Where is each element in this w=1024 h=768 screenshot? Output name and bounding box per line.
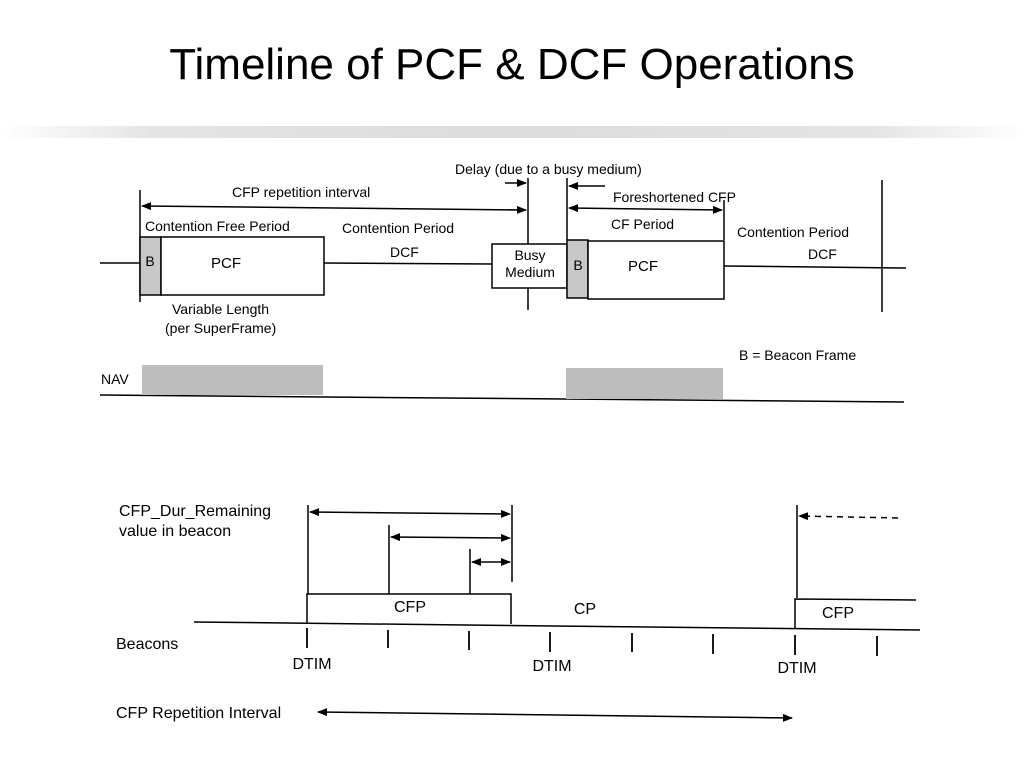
- foreshortened-cfp-label: Foreshortened CFP: [613, 189, 736, 205]
- contention-period-label-1: Contention Period: [342, 220, 454, 236]
- beacons-baseline: [193, 621, 921, 631]
- cfp-dur-remaining-line-1: CFP_Dur_Remaining: [119, 503, 271, 520]
- dtim-label-3: DTIM: [777, 660, 816, 677]
- nav-block-2: [566, 368, 723, 399]
- top-timeline-labels: Delay (due to a busy medium) CFP repetit…: [101, 161, 856, 387]
- dcf-label-1: DCF: [390, 244, 419, 260]
- cfp-label-1: CFP: [394, 599, 426, 616]
- foreshortened-cfp-arrow: [568, 204, 723, 214]
- cfp-block-1: [306, 593, 512, 624]
- contention-period-label-2: Contention Period: [737, 224, 849, 240]
- nav-baseline: [99, 394, 905, 403]
- cfp-repetition-label: CFP repetition interval: [232, 184, 370, 200]
- bottom-timeline: [193, 505, 921, 722]
- top-timeline: [99, 178, 907, 403]
- remaining-arrow-2: [390, 533, 511, 542]
- beacon-letter-2: B: [573, 257, 582, 273]
- pcf-block-1: [160, 236, 325, 296]
- cf-period-label: CF Period: [611, 216, 674, 232]
- top-baseline-right: [723, 265, 907, 269]
- pcf-label-1: PCF: [211, 255, 241, 272]
- variable-length-line-2: (per SuperFrame): [165, 320, 276, 336]
- slide-title: Timeline of PCF & DCF Operations: [169, 40, 855, 89]
- busy-medium-block: [491, 243, 568, 289]
- title-divider: [0, 126, 1024, 138]
- cfp-repetition-interval-arrow: [317, 708, 793, 722]
- remaining-arrow-1: [309, 508, 511, 518]
- contention-free-period-label: Contention Free Period: [145, 218, 290, 234]
- remaining-arrow-dashed: [798, 512, 899, 521]
- cfp-label-2: CFP: [822, 605, 854, 622]
- cp-label: CP: [574, 601, 596, 618]
- cfp-repetition-interval-label: CFP Repetition Interval: [116, 705, 281, 722]
- busy-label-line-2: Medium: [505, 264, 555, 280]
- pcf-block-2: [587, 240, 725, 300]
- busy-label-line-1: Busy: [514, 247, 545, 263]
- top-baseline-mid: [323, 262, 493, 265]
- delay-label: Delay (due to a busy medium): [455, 161, 642, 177]
- dtim-label-1: DTIM: [292, 656, 331, 673]
- dtim-label-2: DTIM: [532, 658, 571, 675]
- cfp-block-2: [794, 598, 917, 628]
- nav-block-1: [142, 365, 323, 395]
- cfp-repetition-arrow: [141, 202, 527, 214]
- cfp-dur-remaining-line-2: value in beacon: [119, 523, 231, 540]
- dcf-label-2: DCF: [808, 246, 837, 262]
- beacon-letter-1: B: [145, 253, 154, 269]
- pcf-label-2: PCF: [628, 258, 658, 275]
- beacon-frame-legend: B = Beacon Frame: [739, 347, 856, 363]
- nav-label: NAV: [101, 371, 129, 387]
- variable-length-line-1: Variable Length: [172, 301, 269, 317]
- beacons-label: Beacons: [116, 636, 178, 653]
- bottom-timeline-labels: CFP_Dur_Remaining value in beacon CFP CP…: [116, 503, 854, 722]
